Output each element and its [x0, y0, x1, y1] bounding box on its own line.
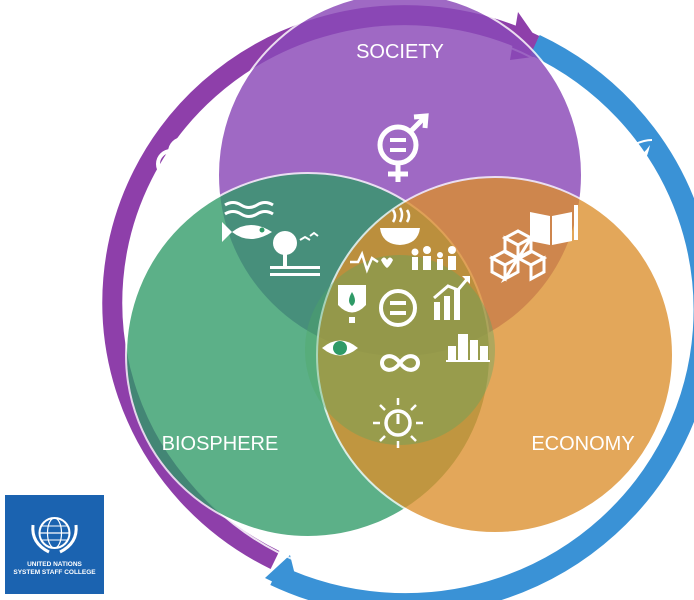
- education-book-icon: [530, 205, 578, 245]
- reduced-inequality-icon: [379, 289, 417, 327]
- life-below-water-icon: [222, 201, 274, 242]
- un-emblem-icon: [31, 517, 78, 554]
- life-on-land-icon: [270, 231, 320, 276]
- flower-of-life-icon: [156, 137, 210, 207]
- peace-dove-gavel-icon: [588, 139, 653, 196]
- logo-line-1: UNITED NATIONS: [27, 561, 82, 568]
- blue-outer-arc: [270, 35, 694, 600]
- health-heartbeat-icon: [350, 250, 393, 274]
- logo-line-2: SYSTEM STAFF COLLEGE: [13, 569, 96, 576]
- zero-hunger-bowl-icon: [380, 207, 420, 245]
- innovation-cubes-icon: [488, 229, 548, 283]
- no-poverty-family-icon: [411, 246, 456, 270]
- economy-label: ECONOMY: [531, 433, 634, 455]
- clean-water-icon: [338, 285, 366, 323]
- unssc-logo: UNITED NATIONS SYSTEM STAFF COLLEGE: [5, 495, 104, 594]
- responsible-consumption-icon: [379, 354, 421, 372]
- climate-eye-icon: [322, 340, 358, 356]
- gender-equality-icon: [377, 113, 429, 182]
- sustainable-cities-icon: [446, 334, 490, 362]
- economic-growth-chart-icon: [433, 276, 470, 320]
- society-label: SOCIETY: [356, 41, 444, 63]
- blue-arrow-head: [265, 555, 300, 595]
- economy-circle: [316, 176, 674, 534]
- biosphere-label: BIOSPHERE: [162, 433, 279, 455]
- clean-energy-icon: [373, 398, 423, 448]
